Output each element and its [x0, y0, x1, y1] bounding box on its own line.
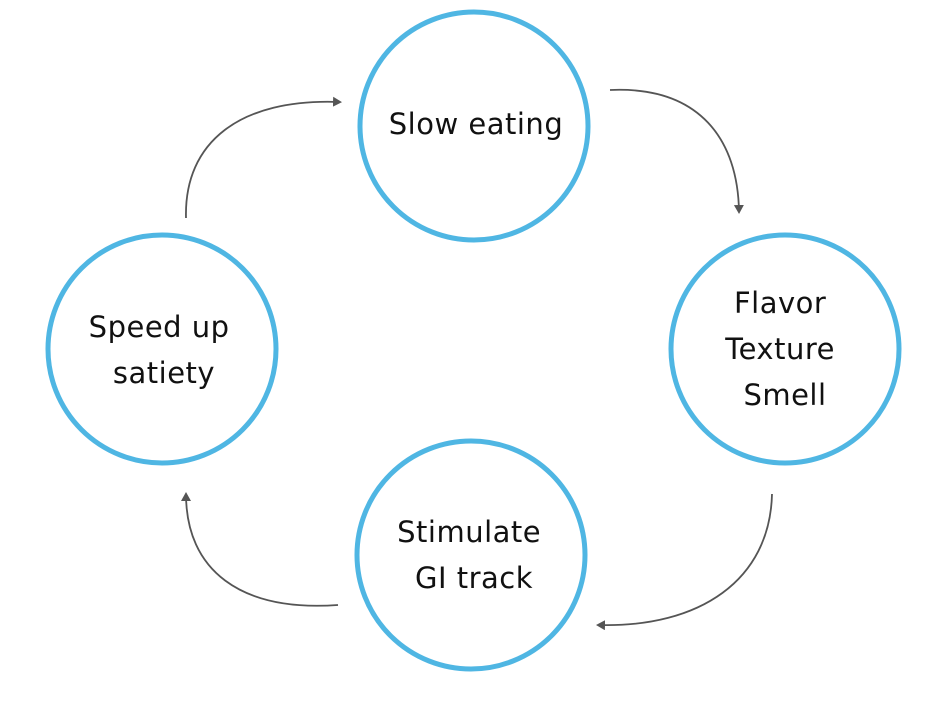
node-stimulate-label: Stimulate GI track [397, 515, 551, 595]
arrow-stimulate-to-satiety [181, 492, 339, 607]
node-flavor-line-3: Smell [743, 378, 826, 412]
node-flavor-line-2: Texture [724, 332, 835, 366]
node-slow-eating: Slow eating [357, 9, 591, 243]
node-stimulate-line-2: GI track [415, 561, 533, 595]
node-stimulate-line-1: Stimulate [397, 515, 541, 549]
node-flavor-label: Flavor Texture Smell [724, 286, 844, 412]
node-flavor-line-1: Flavor [734, 286, 826, 320]
node-flavor-texture-smell: Flavor Texture Smell [668, 232, 902, 466]
node-stimulate-gi-track: Stimulate GI track [354, 438, 588, 672]
node-satiety-line-2: satiety [113, 356, 215, 390]
arrow-slow-eating-to-flavor [609, 89, 744, 214]
node-speed-up-satiety: Speed up satiety [45, 232, 279, 466]
arrow-flavor-to-stimulate [596, 493, 773, 631]
node-satiety-label: Speed up satiety [89, 310, 240, 390]
node-slow-eating-line-1: Slow eating [389, 107, 563, 141]
arrow-satiety-to-slow-eating [185, 96, 342, 219]
node-satiety-line-1: Speed up [89, 310, 230, 344]
node-slow-eating-label: Slow eating [389, 107, 563, 141]
